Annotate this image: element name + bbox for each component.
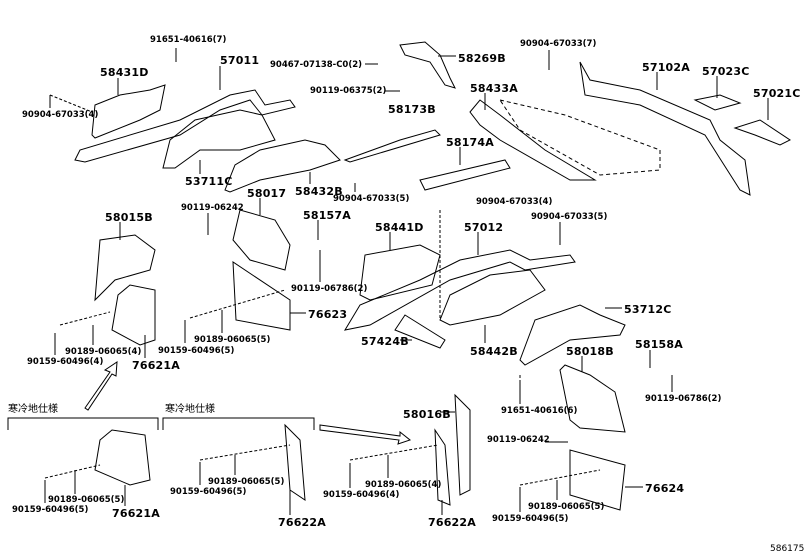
part-number-label: 58441D <box>375 221 424 234</box>
part-number-label: 58174A <box>446 136 494 149</box>
bracket-57023C <box>693 94 742 111</box>
part-number-label: 58442B <box>470 345 518 358</box>
mudflap-76624 <box>569 449 626 511</box>
member-58269B <box>399 41 456 89</box>
part-number-label: 57011 <box>220 54 260 67</box>
bracket-58016B <box>454 393 471 496</box>
part-number-label: 90159-60496(5) <box>158 346 235 356</box>
part-number-label: 76621A <box>132 359 180 372</box>
section-bracket-1 <box>7 417 159 430</box>
mudguard-76621A <box>111 284 156 346</box>
rail-58173B <box>343 129 441 163</box>
mudguard-76622A-cold-2 <box>434 428 451 506</box>
mudguard-76622A-cold <box>284 423 306 501</box>
rail-58174A <box>419 159 511 191</box>
part-number-label: 90189-06065(5) <box>208 477 285 487</box>
part-number-label: 90119-06786(2) <box>645 394 722 404</box>
part-number-label: 90189-06065(4) <box>365 480 442 490</box>
arrow-right <box>319 424 412 445</box>
wheelhouse-58442B <box>439 269 546 326</box>
cold-region-spec-label: 寒冷地仕様 <box>165 404 215 415</box>
cold-region-spec-label: 寒冷地仕様 <box>8 404 58 415</box>
part-number-label: 57424B <box>361 335 409 348</box>
part-number-label: 90904-67033(4) <box>22 110 99 120</box>
part-number-label: 76622A <box>428 516 476 529</box>
crossmember-57102A <box>579 61 751 196</box>
wheelhouse-53712C <box>519 304 626 366</box>
part-number-label: 58015B <box>105 211 153 224</box>
part-number-label: 90904-67033(7) <box>520 39 597 49</box>
bracket-58432B <box>224 139 341 193</box>
part-number-label: 58269B <box>458 52 506 65</box>
part-number-label: 90119-06242 <box>181 203 244 213</box>
part-number-label: 90159-60496(5) <box>492 514 569 524</box>
part-number-label: 90904-67033(5) <box>531 212 608 222</box>
part-number-label: 91651-40616(7) <box>150 35 227 45</box>
panel-58431D <box>91 84 166 139</box>
leader-lines <box>44 48 769 515</box>
panel-58015B <box>94 234 156 302</box>
part-number-label: 90159-60496(4) <box>27 357 104 367</box>
part-number-label: 90467-07138-C0(2) <box>270 60 363 70</box>
part-number-label: 90189-06065(5) <box>194 335 271 345</box>
part-number-label: 90159-60496(4) <box>323 490 400 500</box>
part-number-label: 90119-06242 <box>487 435 550 445</box>
mudguard-76621A-cold <box>94 429 151 486</box>
part-number-label: 90159-60496(5) <box>170 487 247 497</box>
part-number-label: 58433A <box>470 82 518 95</box>
part-number-label: 76621A <box>112 507 160 520</box>
part-number-label: 76624 <box>645 482 685 495</box>
rail-57424B <box>394 314 446 349</box>
part-number-label: 76623 <box>308 308 348 321</box>
part-number-label: 58018B <box>566 345 614 358</box>
part-number-label: 90119-06375(2) <box>310 86 387 96</box>
shield-58018B <box>559 364 626 433</box>
part-number-label: 53711C <box>185 175 233 188</box>
part-number-label: 58431D <box>100 66 149 79</box>
part-number-label: 57012 <box>464 221 504 234</box>
crossmember-58433A <box>469 99 597 181</box>
part-number-label: 90904-67033(5) <box>333 194 410 204</box>
bracket-57021C <box>733 119 791 146</box>
shield-58017 <box>232 209 291 271</box>
part-number-label: 90904-67033(4) <box>476 197 553 207</box>
mudflap-76623 <box>232 261 291 331</box>
part-number-label: 57023C <box>702 65 750 78</box>
part-number-label: 58157A <box>303 209 351 222</box>
part-number-label: 90189-06065(5) <box>528 502 605 512</box>
part-number-label: 90159-60496(5) <box>12 505 89 515</box>
part-number-label: 90189-06065(4) <box>65 347 142 357</box>
part-number-label: 58017 <box>247 187 287 200</box>
part-number-label: 58432B <box>295 185 343 198</box>
part-number-label: 58016B <box>403 408 451 421</box>
crossmember-dashed <box>498 99 661 176</box>
frame-rail-57012 <box>343 249 576 331</box>
part-number-label: 57102A <box>642 61 690 74</box>
arrow-up <box>84 361 118 411</box>
part-number-label: 57021C <box>753 87 801 100</box>
section-bracket-2 <box>162 417 315 430</box>
part-number-label: 53712C <box>624 303 672 316</box>
part-number-label: 91651-40616(6) <box>501 406 578 416</box>
panel-58441D <box>359 244 441 301</box>
frame-rail-57011 <box>74 89 296 163</box>
wheelhouse-53711C <box>162 109 276 169</box>
part-number-label: 90119-06786(2) <box>291 284 368 294</box>
part-number-label: 90189-06065(5) <box>48 495 125 505</box>
part-number-label: 58158A <box>635 338 683 351</box>
part-number-label: 58173B <box>388 103 436 116</box>
part-number-label: 76622A <box>278 516 326 529</box>
diagram-reference-number: 586175 <box>770 544 805 554</box>
